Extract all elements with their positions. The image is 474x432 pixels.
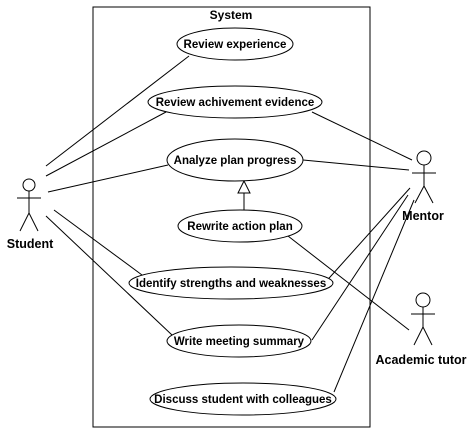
- actor-label: Mentor: [402, 209, 444, 223]
- associations: [45, 55, 415, 393]
- association-mentor-uc3: [302, 159, 410, 171]
- association-student-uc6: [45, 215, 173, 336]
- association-tutor-uc4: [287, 235, 410, 331]
- use-case-review-experience[interactable]: Review experience: [176, 27, 294, 61]
- actor-head-icon: [416, 150, 432, 166]
- association-mentor-uc5: [321, 187, 411, 287]
- use-case-label: Review achivement evidence: [156, 97, 315, 109]
- actor-student[interactable]: Student: [7, 178, 54, 251]
- actor-label: Academic tutor: [376, 353, 467, 367]
- system-title: System: [210, 8, 253, 22]
- use-case-identify-strengths-weaknesses[interactable]: Identify strengths and weaknesses: [128, 266, 334, 300]
- use-case-rewrite-action-plan[interactable]: Rewrite action plan: [177, 209, 303, 243]
- association-mentor-uc2: [311, 111, 413, 161]
- use-case-label: Analyze plan progress: [174, 155, 297, 167]
- association-student-uc1: [45, 55, 190, 167]
- use-case-label: Rewrite action plan: [187, 221, 292, 233]
- actor-label: Student: [7, 237, 54, 251]
- use-case-review-achievement-evidence[interactable]: Review achivement evidence: [147, 85, 323, 119]
- actor-mentor[interactable]: Mentor: [402, 150, 444, 223]
- use-case-write-meeting-summary[interactable]: Write meeting summary: [166, 324, 312, 358]
- use-case-label: Review experience: [184, 39, 287, 51]
- use-case-label: Write meeting summary: [174, 336, 305, 348]
- use-case-label: Discuss student with colleagues: [154, 394, 332, 406]
- association-mentor-uc7: [333, 199, 415, 393]
- association-student-uc5: [53, 209, 143, 276]
- association-student-uc3: [47, 164, 169, 193]
- actor-head-icon: [415, 292, 431, 308]
- association-student-uc2: [45, 111, 167, 177]
- actor-academic-tutor[interactable]: Academic tutor: [376, 292, 467, 367]
- use-case-label: Identify strengths and weaknesses: [136, 278, 326, 290]
- generalization-arrowhead: [237, 179, 251, 194]
- generalization-rewrite-to-analyze: [237, 179, 251, 210]
- use-case-discuss-student-with-colleagues[interactable]: Discuss student with colleagues: [149, 382, 337, 416]
- association-mentor-uc6: [311, 194, 409, 341]
- actor-head-icon: [22, 178, 36, 192]
- use-case-analyze-plan-progress[interactable]: Analyze plan progress: [166, 138, 304, 182]
